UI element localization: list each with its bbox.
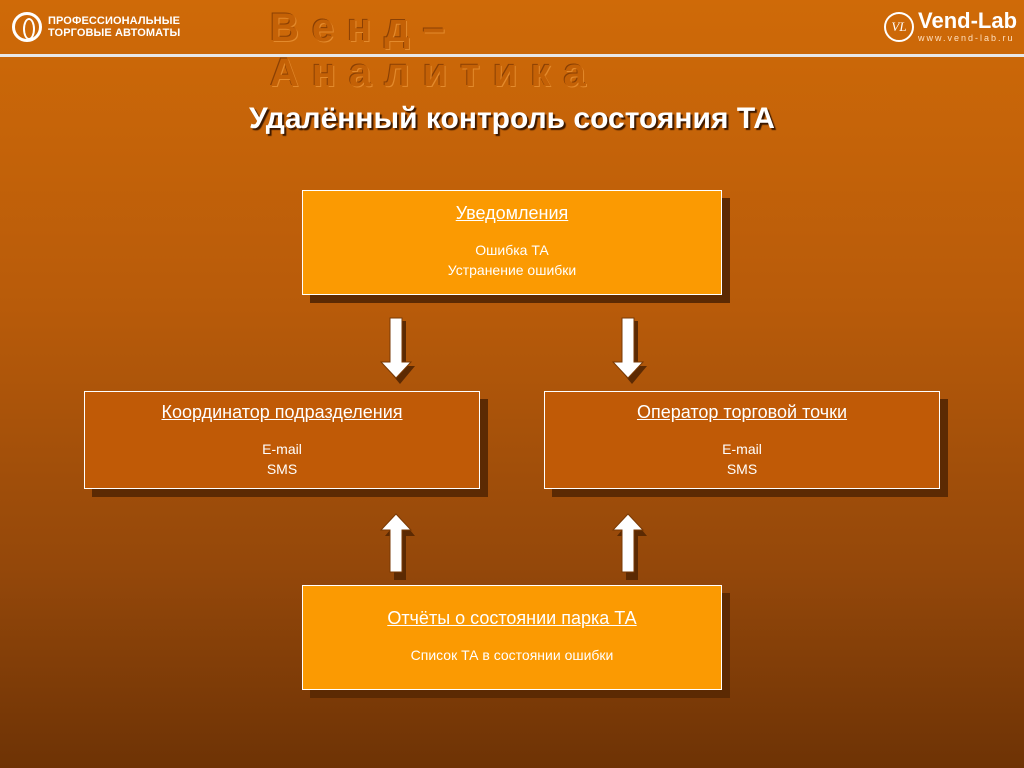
arrow-down-icon [380, 317, 415, 384]
right-logo-brand: Vend-Lab [918, 8, 1018, 33]
header-divider [0, 54, 1024, 57]
coordinator-line2: SMS [266, 461, 298, 477]
operator-line2: SMS [726, 461, 758, 477]
arrow-up-icon [612, 513, 647, 580]
arrow-up-icon [380, 513, 415, 580]
reports-heading: Отчёты о состоянии парка ТА [387, 608, 637, 628]
site-title: Венд–Аналитика [270, 6, 599, 95]
left-logo: ПРОФЕССИОНАЛЬНЫЕ ТОРГОВЫЕ АВТОМАТЫ [12, 12, 180, 42]
notifications-line1: Ошибка ТА [475, 242, 549, 258]
coordinator-box: Координатор подразделения E-mail SMS [84, 391, 480, 489]
operator-box: Оператор торговой точки E-mail SMS [544, 391, 940, 489]
left-logo-line1: ПРОФЕССИОНАЛЬНЫЕ [48, 15, 181, 27]
logo-ring-icon [12, 12, 42, 42]
operator-line1: E-mail [722, 441, 762, 457]
left-logo-line2: ТОРГОВЫЕ АВТОМАТЫ [48, 27, 181, 39]
notifications-box: Уведомления Ошибка ТА Устранение ошибки [302, 190, 722, 295]
arrow-down-icon [612, 317, 647, 384]
operator-heading: Оператор торговой точки [636, 402, 848, 422]
page-title: Удалённый контроль состояния ТА [249, 102, 775, 135]
right-logo: VL Vend-Lab www.vend-lab.ru [884, 10, 1017, 43]
coordinator-line1: E-mail [262, 441, 302, 457]
notifications-heading: Уведомления [455, 203, 569, 223]
notifications-line2: Устранение ошибки [447, 262, 577, 278]
reports-line1: Список ТА в состоянии ошибки [410, 647, 614, 663]
header-bar: ПРОФЕССИОНАЛЬНЫЕ ТОРГОВЫЕ АВТОМАТЫ Венд–… [0, 0, 1024, 95]
right-logo-url: www.vend-lab.ru [918, 33, 1015, 43]
vl-logo-icon: VL [884, 11, 914, 42]
coordinator-heading: Координатор подразделения [161, 402, 403, 422]
reports-box: Отчёты о состоянии парка ТА Список ТА в … [302, 585, 722, 690]
